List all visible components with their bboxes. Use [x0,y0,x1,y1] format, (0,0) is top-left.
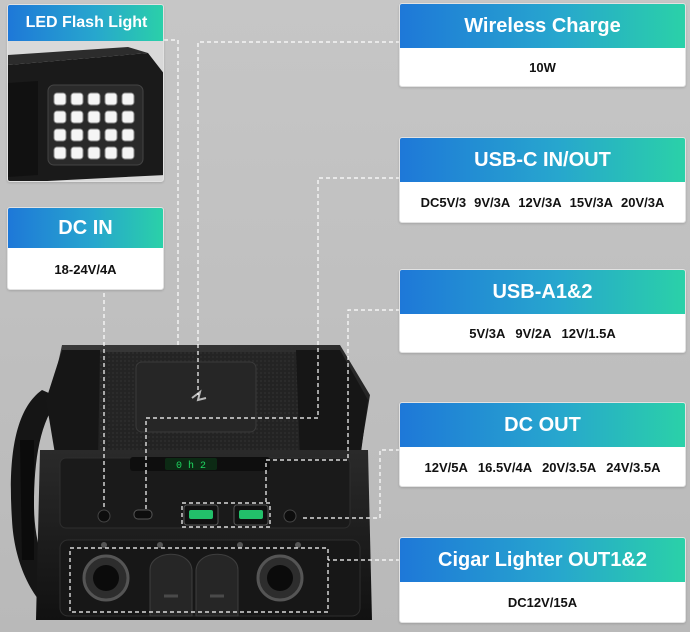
dc-out-spec: 12V/5A [424,459,468,475]
led-flashlight-label: LED Flash Light [8,5,163,41]
wireless-charge-label: Wireless Charge [400,4,685,48]
led-flashlight-card: LED Flash Light [7,4,164,182]
usb-a-label: USB-A1&2 [400,270,685,314]
dc-out-label: DC OUT [400,403,685,447]
usb-c-spec: DC5V/3 [420,195,467,210]
usb-a1-port [189,510,213,519]
cigar-lighter-card: Cigar Lighter OUT1&2 DC12V/15A [399,537,686,623]
dc-out-spec: 16.5V/4A [477,459,533,475]
wireless-pad [135,361,257,433]
dc-out-specs: 12V/5A 16.5V/4A 20V/3.5A 24V/3.5A [425,460,661,475]
bumper-right [296,350,368,460]
usb-a-spec: 5V/3A [469,326,506,341]
usb-a-specs: 5V/3A 9V/2A 12V/1.5A [469,326,615,341]
usb-c-specs: DC5V/3 9V/3A 12V/3A 15V/3A 20V/3A [421,195,665,210]
usb-a2-port [239,510,263,519]
wireless-charge-spec: 10W [529,60,556,75]
usb-a-spec: 9V/2A [515,326,552,341]
cigar-lighter-spec: DC12V/15A [507,595,578,610]
dc-in-card: DC IN 18-24V/4A [7,207,164,290]
dc-out-port [283,509,297,523]
usb-c-spec: 15V/3A [569,195,614,210]
usb-c-spec: 12V/3A [518,195,562,210]
dc-in-spec: 18-24V/4A [54,261,117,277]
led-display [165,458,217,470]
wireless-icon [191,389,207,402]
usb-a-spec: 12V/1.5A [561,326,616,341]
usb-c-card: USB-C IN/OUT DC5V/3 9V/3A 12V/3A 15V/3A … [399,137,686,223]
dc-in-label: DC IN [8,208,163,248]
dc-in-port [97,509,111,523]
usb-c-spec: 9V/3A [474,195,511,210]
dc-out-card: DC OUT 12V/5A 16.5V/4A 20V/3.5A 24V/3.5A [399,402,686,487]
usb-a-card: USB-A1&2 5V/3A 9V/2A 12V/1.5A [399,269,686,353]
dc-out-spec: 20V/3.5A [542,459,597,475]
wireless-charge-card: Wireless Charge 10W [399,3,686,87]
usb-c-port [133,509,153,520]
display-readout: 0 h 2 [176,460,206,472]
dc-out-spec: 24V/3.5A [606,459,661,475]
usb-c-label: USB-C IN/OUT [400,138,685,182]
usb-c-spec: 20V/3A [621,195,665,210]
bumper-left [46,350,100,460]
cigar-lighter-label: Cigar Lighter OUT1&2 [400,538,685,582]
